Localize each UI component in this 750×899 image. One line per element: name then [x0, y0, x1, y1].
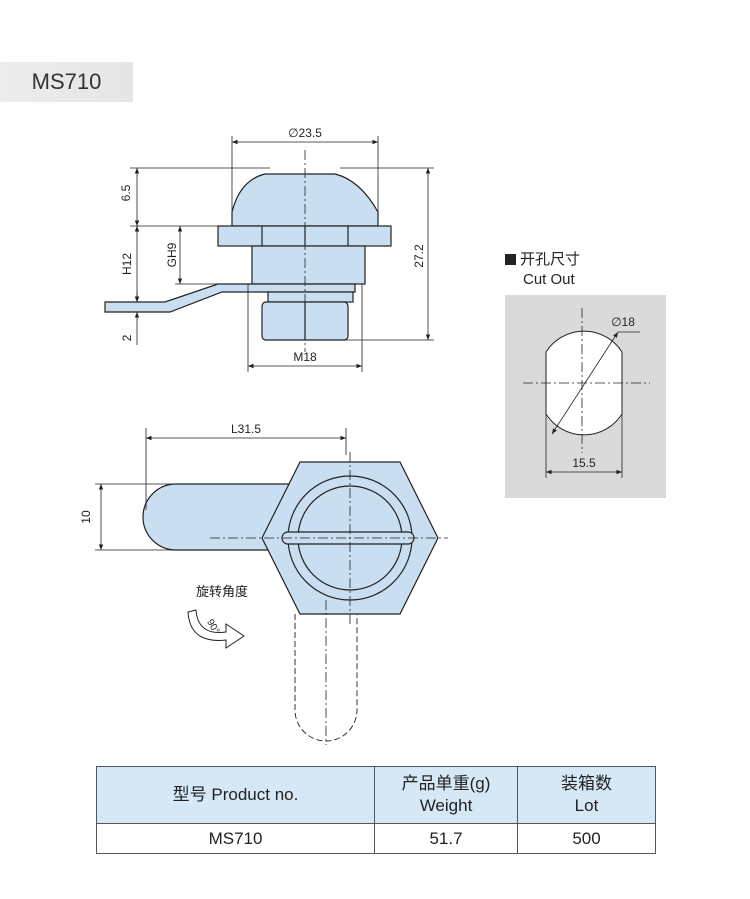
- dim-thread: M18: [293, 350, 317, 364]
- dim-cam-thickness: 2: [120, 334, 134, 341]
- dim-cutout-flat: 15.5: [572, 456, 596, 470]
- cell-lot: 500: [517, 823, 656, 854]
- col-product: 型号 Product no.: [96, 766, 375, 824]
- rotation-label: 旋转角度: [196, 584, 248, 599]
- dim-cap-height: 6.5: [119, 184, 133, 201]
- cutout-title: 开孔尺寸 Cut Out: [505, 250, 580, 290]
- rotation-arrow: [187, 609, 245, 649]
- model-tab: MS710: [0, 62, 133, 102]
- table-row: MS710 51.7 500: [96, 823, 656, 854]
- body: [251, 245, 366, 285]
- cell-weight: 51.7: [374, 823, 518, 854]
- col-weight: 产品单重(g)Weight: [374, 766, 518, 824]
- model-label: MS710: [31, 69, 102, 94]
- dim-cutout-diameter: ∅18: [611, 315, 635, 329]
- dim-total-height: 27.2: [412, 244, 426, 268]
- cam-arm-side: [104, 283, 356, 313]
- cutout-shape: [523, 308, 650, 478]
- dim-cam-width: 10: [79, 510, 93, 524]
- dim-gh: GH9: [165, 242, 179, 267]
- dim-thread-h: H12: [120, 253, 134, 275]
- dim-top-diameter: ∅23.5: [288, 126, 322, 140]
- cell-product: MS710: [96, 823, 375, 854]
- dim-cam-length: L31.5: [231, 422, 261, 436]
- square-bullet-icon: [505, 254, 516, 265]
- cutout-title-cn: 开孔尺寸: [520, 251, 581, 268]
- cutout-title-en: Cut Out: [523, 271, 575, 288]
